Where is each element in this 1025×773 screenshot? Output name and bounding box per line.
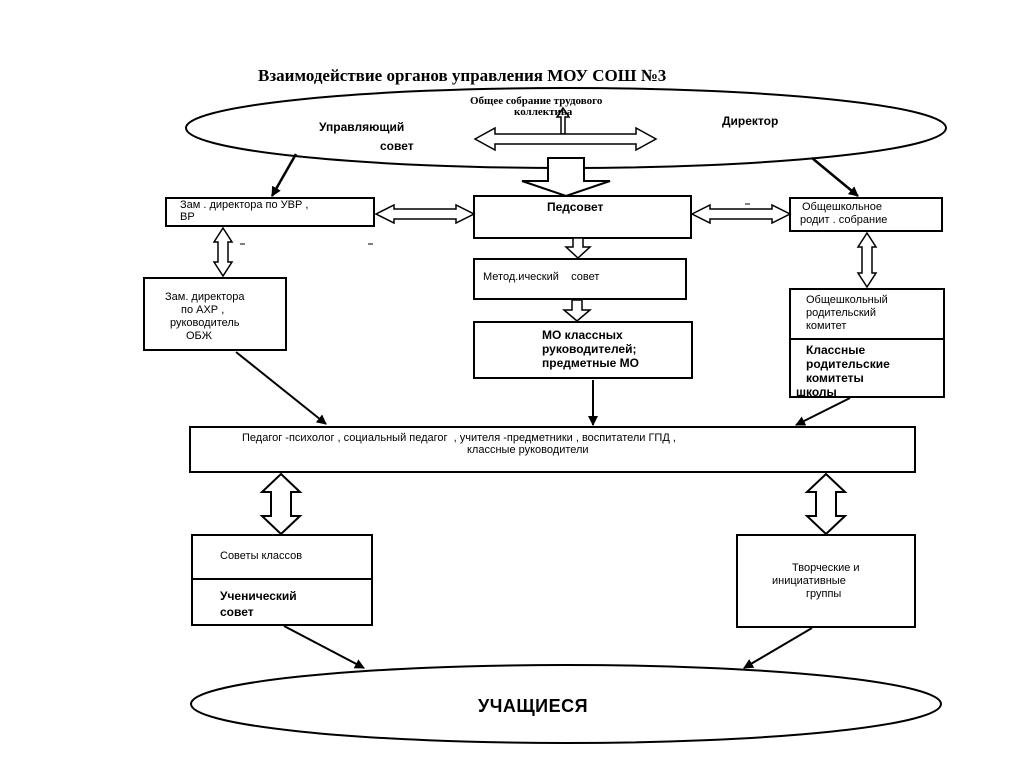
pedsovet-box <box>473 195 692 239</box>
general-assembly-label: Общее собрание трудового <box>470 95 603 107</box>
parent-committee-box <box>789 288 945 398</box>
zam-pedsovet-double-arrow-icon <box>374 203 476 225</box>
mo-label-3: предметные МО <box>542 356 639 370</box>
student-council-label-2: совет <box>220 605 254 619</box>
council-label: Управляющий <box>319 120 405 134</box>
creative-groups-label-2: инициативные <box>772 575 846 587</box>
mo-label: МО классных <box>542 328 623 342</box>
student-council-label: Ученический <box>220 589 297 603</box>
staff-groups-double-arrow-icon <box>804 472 848 536</box>
councils-to-students-arrow <box>283 625 365 669</box>
council-director-double-arrow-icon <box>473 126 658 152</box>
parents-committee-double-arrow-icon <box>856 231 878 289</box>
staff-label: Педагог -психолог , социальный педагог ,… <box>242 432 676 444</box>
pedsovet-to-metod-arrow-icon <box>564 237 592 260</box>
council-to-zam-arrow <box>270 153 298 197</box>
staff-label-2: классные руководители <box>467 444 589 456</box>
zam-uvr-label: Зам . директора по УВР , <box>180 199 309 211</box>
metod-sovet-box <box>473 258 687 300</box>
council-label-2: совет <box>380 139 414 153</box>
class-parent-committees-label-3: комитеты <box>806 371 864 385</box>
mo-label-2: руководителей; <box>542 342 637 356</box>
pedsovet-parents-double-arrow-icon <box>690 203 792 225</box>
zam-ahr-label-4: ОБЖ <box>186 330 212 342</box>
parent-committee-label-3: комитет <box>806 320 847 332</box>
parent-meeting-label: Общешкольное <box>802 201 882 213</box>
page-title: Взаимодействие органов управления МОУ СО… <box>258 66 667 85</box>
creative-groups-box <box>736 534 916 628</box>
assembly-to-pedsovet-arrow-icon <box>521 157 611 198</box>
zam-ahr-label-3: руководитель <box>170 317 240 329</box>
general-assembly-label-2: коллектива <box>514 106 573 118</box>
zam-uvr-label-2: ВР <box>180 211 195 223</box>
students-ellipse <box>190 664 942 744</box>
pedsovet-label: Педсовет <box>547 200 604 214</box>
class-councils-label: Советы классов <box>220 550 303 562</box>
zam-ahr-label-2: по АХР , <box>181 304 225 316</box>
mo-box <box>473 321 693 379</box>
director-label: Директор <box>722 114 779 128</box>
students-label: УЧАЩИЕСЯ <box>478 696 589 716</box>
zam-uvr-ahr-double-arrow-icon <box>212 226 234 278</box>
creative-groups-label-3: группы <box>806 588 842 600</box>
parent-committee-label: Общешкольный <box>806 294 888 306</box>
class-parent-committees-label-4: школы <box>796 385 837 399</box>
zam-ahr-box <box>143 277 287 351</box>
committees-to-staff-arrow <box>795 397 851 426</box>
metod-sovet-label: Метод.ический совет <box>483 271 600 283</box>
groups-to-students-arrow <box>743 627 813 669</box>
up-arrow-icon <box>555 106 571 135</box>
zam-uvr-box <box>165 197 375 227</box>
metod-to-mo-arrow-icon <box>561 299 593 322</box>
creative-groups-label: Творческие и <box>792 562 860 574</box>
parent-meeting-box <box>789 197 943 232</box>
staff-box <box>189 426 916 473</box>
class-parent-committees-label-2: родительские <box>806 357 890 371</box>
parent-meeting-label-2: родит . собрание <box>800 214 888 226</box>
zam-ahr-label: Зам. директора <box>165 291 245 303</box>
ahr-to-staff-arrow <box>235 351 327 425</box>
parent-committee-label-2: родительский <box>806 307 876 319</box>
class-parent-committees-label: Классные <box>806 343 866 357</box>
director-to-parents-arrow <box>811 157 859 197</box>
staff-councils-double-arrow-icon <box>259 472 303 536</box>
